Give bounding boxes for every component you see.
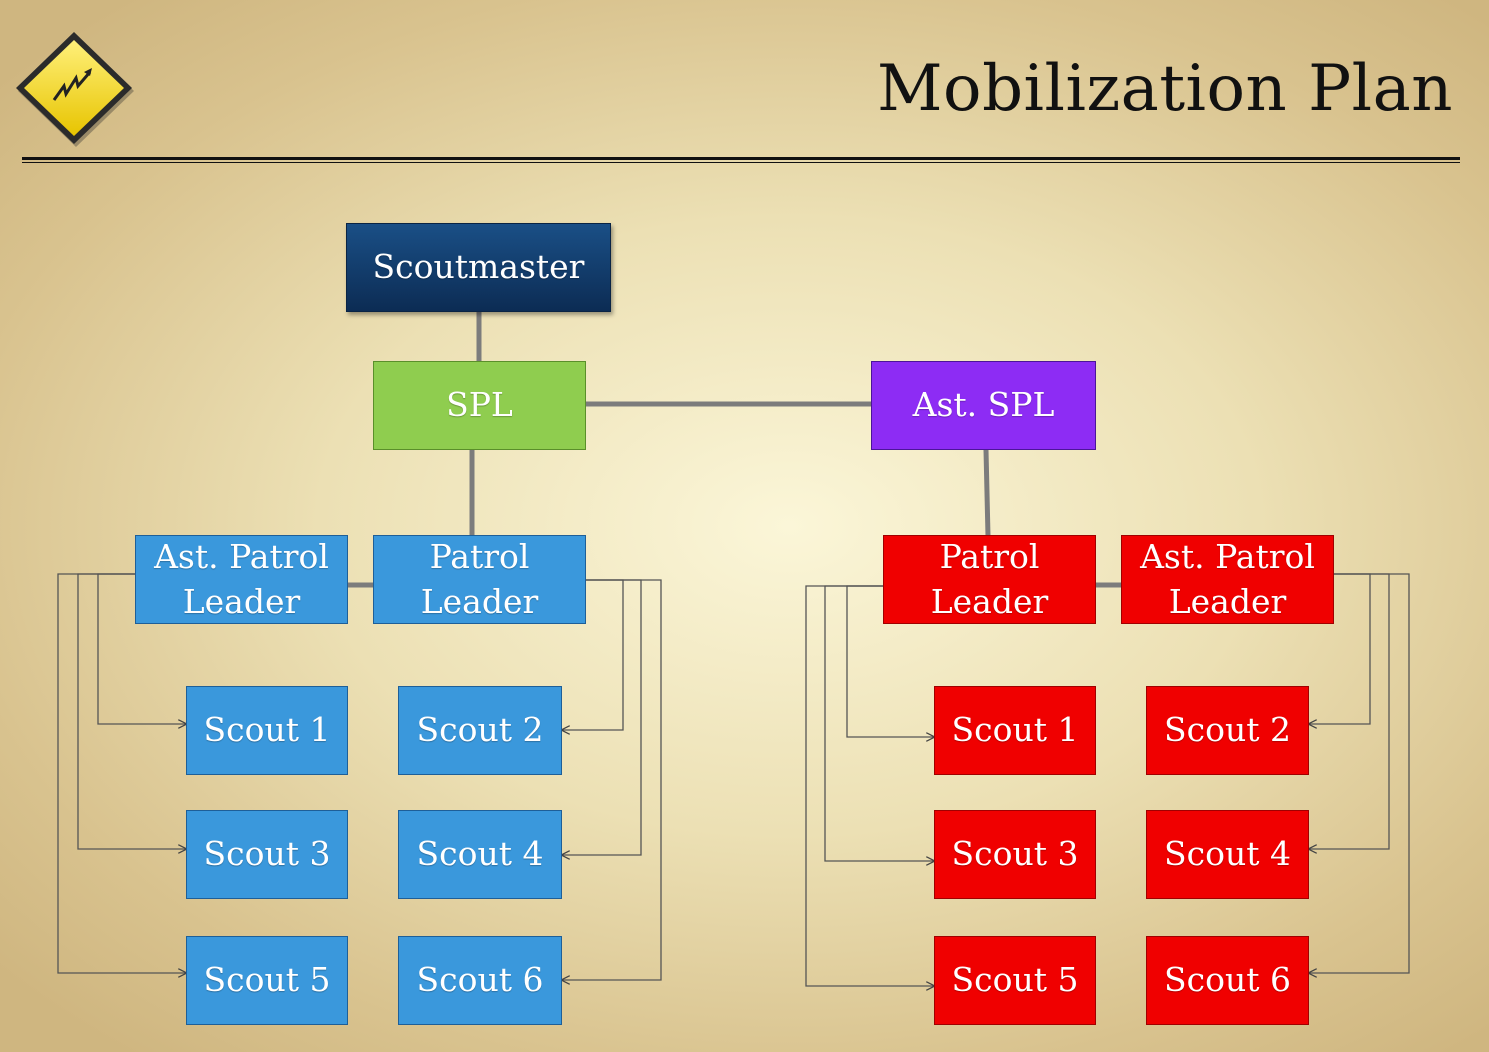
patrol-b-pl-label-line2: Leader	[930, 581, 1049, 621]
page-title: Mobilization Plan	[877, 52, 1453, 126]
title-divider	[22, 157, 1460, 160]
scout-label: Scout 2	[1164, 710, 1291, 750]
patrol-a-ast-patrol-leader-box: Ast. Patrol Leader	[135, 535, 348, 624]
arrow-b-pl-scout3	[824, 585, 934, 861]
scout-label: Scout 4	[1164, 834, 1291, 874]
patrol-a-pl-label-line2: Leader	[420, 581, 539, 621]
patrol-b-scout-5: Scout 5	[934, 936, 1096, 1025]
ast-spl-label: Ast. SPL	[912, 385, 1055, 425]
scout-label: Scout 1	[951, 710, 1079, 750]
patrol-a-apl-label-line2: Leader	[182, 581, 301, 621]
patrol-a-scout-5: Scout 5	[186, 936, 348, 1025]
arrow-a-pl-scout6	[562, 579, 662, 980]
arrow-a-apl-scout5	[57, 573, 186, 973]
patrol-b-scout-6: Scout 6	[1146, 936, 1309, 1025]
patrol-a-patrol-leader-box: Patrol Leader	[373, 535, 586, 624]
scout-label: Scout 3	[203, 834, 331, 874]
scout-label: Scout 2	[416, 710, 544, 750]
scout-label: Scout 6	[1164, 960, 1291, 1000]
patrol-a-pl-label-line1: Patrol	[429, 536, 530, 576]
patrol-b-patrol-leader-box: Patrol Leader	[883, 535, 1096, 624]
scout-label: Scout 4	[416, 834, 544, 874]
scout-label: Scout 5	[203, 960, 331, 1000]
patrol-b-pl-label-line1: Patrol	[939, 536, 1040, 576]
title-divider-thin	[22, 162, 1460, 163]
patrol-a-scout-4: Scout 4	[398, 810, 562, 899]
patrol-a-scout-3: Scout 3	[186, 810, 348, 899]
scoutmaster-box: Scoutmaster	[346, 223, 611, 312]
arrow-b-pl-scout5	[805, 585, 934, 986]
scoutmaster-label: Scoutmaster	[372, 247, 585, 287]
patrol-b-apl-label-line2: Leader	[1168, 581, 1287, 621]
patrol-b-ast-patrol-leader-box: Ast. Patrol Leader	[1121, 535, 1334, 624]
patrol-b-scout-1: Scout 1	[934, 686, 1096, 775]
patrol-b-scout-4: Scout 4	[1146, 810, 1309, 899]
scout-label: Scout 6	[416, 960, 544, 1000]
patrol-b-apl-label-line1: Ast. Patrol	[1140, 536, 1315, 576]
spl-box: SPL	[373, 361, 586, 450]
patrol-a-scout-6: Scout 6	[398, 936, 562, 1025]
patrol-a-scout-2: Scout 2	[398, 686, 562, 775]
scout-label: Scout 1	[203, 710, 331, 750]
arrow-b-apl-scout6	[1309, 573, 1410, 973]
ast-spl-box: Ast. SPL	[871, 361, 1096, 450]
scout-label: Scout 5	[951, 960, 1079, 1000]
patrol-b-scout-3: Scout 3	[934, 810, 1096, 899]
scout-label: Scout 3	[951, 834, 1079, 874]
patrol-a-scout-1: Scout 1	[186, 686, 348, 775]
warning-sign-lightning-icon	[16, 32, 134, 147]
patrol-b-scout-2: Scout 2	[1146, 686, 1309, 775]
spl-label: SPL	[446, 385, 513, 425]
patrol-a-apl-label-line1: Ast. Patrol	[154, 536, 329, 576]
connector-ast-spl-patrol-leader	[983, 449, 991, 537]
